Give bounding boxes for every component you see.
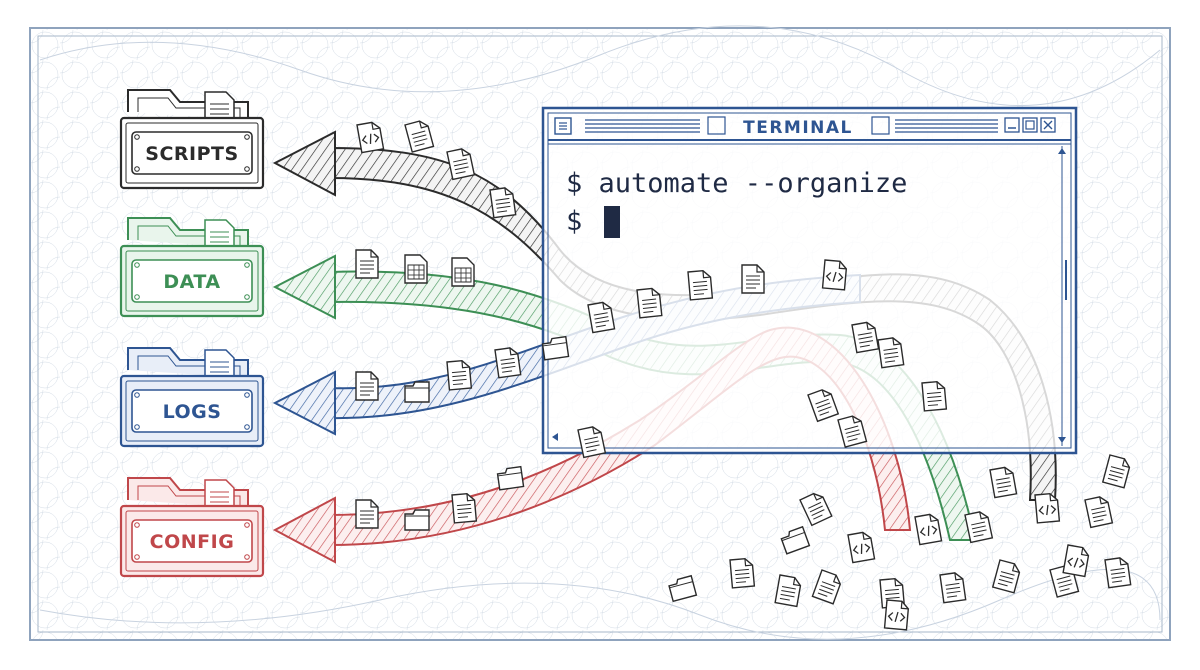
text-file-icon xyxy=(355,249,379,279)
text-file-icon xyxy=(355,499,379,529)
terminal-title: TERMINAL xyxy=(743,118,853,138)
terminal-line-command: $ automate --organize xyxy=(566,168,907,199)
folder-data[interactable]: DATA xyxy=(119,217,265,318)
code-file-icon xyxy=(821,259,848,291)
terminal-cursor xyxy=(604,206,620,238)
folder-logs[interactable]: LOGS xyxy=(119,347,265,448)
maximize-icon[interactable] xyxy=(1022,117,1038,133)
spreadsheet-file-icon xyxy=(451,257,475,287)
folder-scripts[interactable]: SCRIPTS xyxy=(119,89,265,190)
close-icon[interactable] xyxy=(1040,117,1056,133)
folder-label: SCRIPTS xyxy=(145,143,238,165)
spreadsheet-file-icon xyxy=(404,254,428,284)
minimize-icon[interactable] xyxy=(1004,117,1020,133)
title-ornament-right xyxy=(871,116,890,135)
terminal-line-prompt: $ xyxy=(566,206,599,237)
text-file-icon xyxy=(355,371,379,401)
outer-frame xyxy=(29,27,1171,641)
folder-label: LOGS xyxy=(163,401,222,423)
folder-label: DATA xyxy=(163,271,220,293)
folder-label: CONFIG xyxy=(150,531,235,553)
title-ornament-left xyxy=(707,116,726,135)
text-file-icon xyxy=(741,264,765,294)
code-file-icon xyxy=(883,599,910,631)
terminal-scrollbar[interactable] xyxy=(552,146,1067,446)
terminal-window: TERMINAL $ automate --organize $ xyxy=(541,106,1078,455)
folder-config[interactable]: CONFIG xyxy=(119,477,265,578)
